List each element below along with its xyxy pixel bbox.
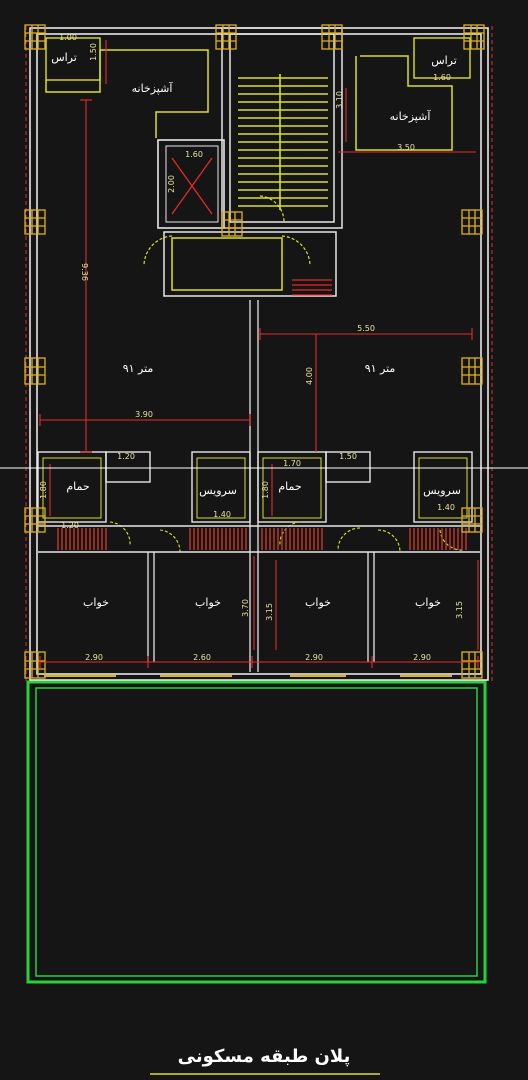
terrace-right bbox=[413, 37, 471, 79]
plan-title: پلان طبقه مسکونی bbox=[178, 1046, 351, 1067]
room-area-right: ۹۱ متر bbox=[365, 362, 396, 375]
dim-bath-right-w: 1.70 bbox=[283, 459, 301, 468]
yard-outline bbox=[26, 680, 487, 984]
property-line bbox=[25, 26, 493, 684]
dim-depth-left: 9.36 bbox=[80, 263, 89, 281]
lobby-doors bbox=[143, 195, 311, 267]
dim-bottom-2: 2.60 bbox=[193, 653, 211, 662]
room-area-left: ۹۱ متر bbox=[123, 362, 154, 375]
dim-bottom-1: 2.90 bbox=[85, 653, 103, 662]
dim-terrace-right-w: 1.60 bbox=[433, 73, 451, 82]
room-kitchen-right: آشپزخانه bbox=[390, 109, 432, 123]
room-bed-1: خواب bbox=[83, 596, 109, 609]
dim-terrace-left-w: 1.00 bbox=[59, 33, 77, 42]
room-terrace-left: تراس bbox=[51, 51, 77, 64]
dim-bed-h-2: 3.70 bbox=[241, 599, 250, 617]
dim-wc-w-left: 1.40 bbox=[213, 510, 231, 519]
room-bath-left: حمام bbox=[66, 480, 89, 493]
dim-elevator-w: 1.60 bbox=[185, 150, 203, 159]
dim-bath-left-h: 1.80 bbox=[39, 481, 48, 499]
dim-depth-right: 4.00 bbox=[305, 367, 314, 385]
room-bed-3: خواب bbox=[305, 596, 331, 609]
dim-laundry-left: 1.20 bbox=[61, 521, 79, 530]
dim-laundry-right: 1.50 bbox=[339, 452, 357, 461]
stair-treads bbox=[238, 74, 328, 210]
room-bed-2: خواب bbox=[195, 596, 221, 609]
kitchen-outline-right bbox=[355, 55, 453, 151]
elevator-shaft bbox=[157, 139, 225, 229]
dim-bath-left-w: 1.20 bbox=[117, 452, 135, 461]
lobby bbox=[163, 231, 337, 297]
room-wc-right: سرویس bbox=[423, 484, 461, 497]
dim-width-left: 3.90 bbox=[135, 410, 153, 419]
dim-bed-h-4: 3.15 bbox=[455, 601, 464, 619]
room-kitchen-left: آشپزخانه bbox=[132, 81, 174, 95]
wet-rooms bbox=[37, 451, 473, 523]
dim-kitchen-right-h: 3.10 bbox=[335, 91, 344, 109]
room-bed-4: خواب bbox=[415, 596, 441, 609]
dim-elevator-h: 2.00 bbox=[167, 175, 176, 193]
dim-bed-h-3: 3.15 bbox=[265, 603, 274, 621]
wet-room-doors bbox=[109, 521, 465, 553]
dim-wc-w-right: 1.40 bbox=[437, 503, 455, 512]
dim-bath-right-h: 1.80 bbox=[261, 481, 270, 499]
columns bbox=[24, 24, 485, 679]
room-labels: تراس تراس آشپزخانه آشپزخانه ۹۱ متر ۹۱ مت… bbox=[51, 51, 461, 609]
terrace-left bbox=[45, 37, 101, 81]
dimension-texts: 1.00 1.50 1.60 1.60 2.00 3.10 3.50 9.36 … bbox=[39, 33, 464, 662]
dim-bottom-4: 2.90 bbox=[413, 653, 431, 662]
dim-bottom-3: 2.90 bbox=[305, 653, 323, 662]
room-terrace-right: تراس bbox=[431, 54, 457, 67]
room-wc-left: سرویس bbox=[199, 484, 237, 497]
wet-rooms-inner bbox=[42, 457, 468, 519]
dim-terrace-left-h: 1.50 bbox=[89, 43, 98, 61]
stair-core bbox=[221, 27, 343, 229]
dim-width-right: 5.50 bbox=[357, 324, 375, 333]
bedroom-walls bbox=[147, 552, 375, 662]
lobby-steps bbox=[292, 279, 332, 296]
dimension-lines bbox=[39, 40, 479, 668]
room-bath-right: حمام bbox=[278, 480, 301, 493]
dim-kitchen-right-w: 3.50 bbox=[397, 143, 415, 152]
corridor-walls bbox=[38, 525, 480, 553]
wardrobe-hatch bbox=[57, 528, 467, 550]
